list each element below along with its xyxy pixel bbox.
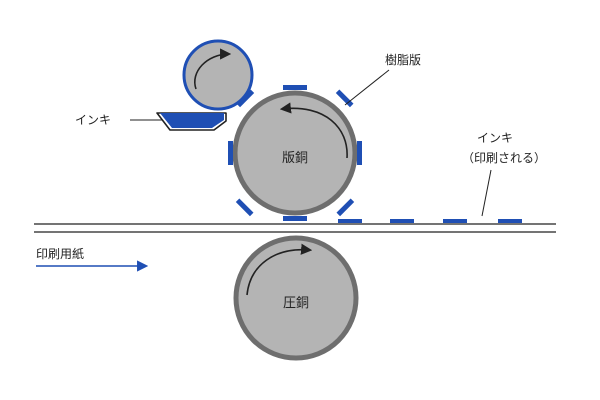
impression-cylinder-label: 圧銅 xyxy=(283,296,309,311)
printing-paper-label: 印刷用紙 xyxy=(36,246,84,261)
printed-ink-marks xyxy=(338,219,522,223)
plate-material-label: 樹脂版 xyxy=(385,52,421,67)
ink-roller xyxy=(182,39,254,111)
plate-material-leader xyxy=(344,69,390,106)
printing-paper-web xyxy=(34,223,556,233)
ink-roller-rotation-icon xyxy=(194,48,232,90)
printed-ink-label-line2: （印刷される） xyxy=(462,151,546,165)
ink-tray xyxy=(130,112,227,131)
impression-cylinder: 圧銅 xyxy=(233,235,359,361)
plate-cylinder-label: 版銅 xyxy=(282,151,308,166)
printed-ink-label-line1: インキ xyxy=(477,131,513,145)
resin-plates xyxy=(228,85,362,221)
ink-left-label: インキ xyxy=(75,113,111,127)
plate-cylinder: 版銅 xyxy=(228,85,362,221)
impression-cylinder-rotation-icon xyxy=(246,243,313,296)
printed-ink-leader xyxy=(481,169,492,217)
plate-cylinder-rotation-icon xyxy=(279,102,348,159)
